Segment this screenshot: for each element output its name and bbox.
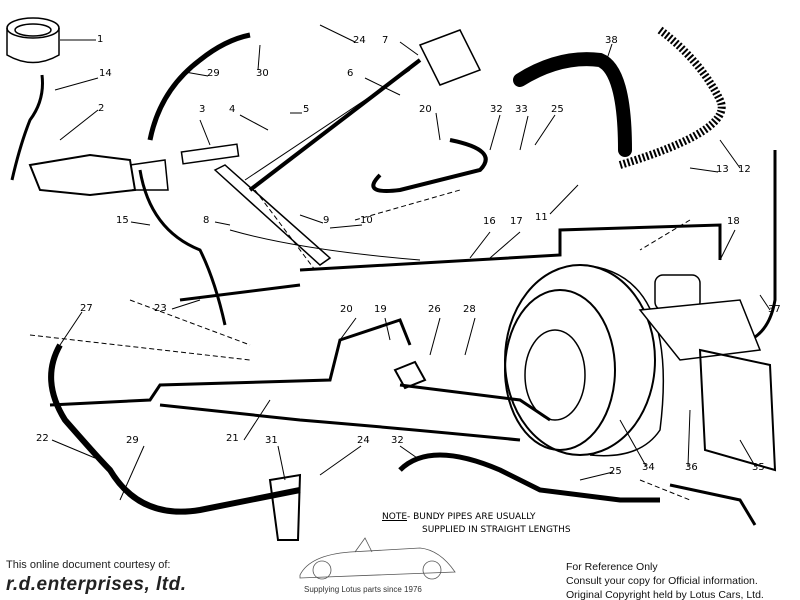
part-label: 28 [463,304,476,315]
note-prefix: NOTE [382,512,408,522]
courtesy-text: This online document courtesy of: [6,559,171,571]
part-label: 25 [609,466,622,477]
part-label: 6 [347,68,354,79]
part-label: 15 [116,215,129,226]
part-label: 30 [256,68,269,79]
part-label: 5 [303,104,310,115]
part-label: 31 [265,435,278,446]
part-label: 17 [510,216,523,227]
part-label: 10 [360,215,373,226]
bundy-pipes-note: NOTE- BUNDY PIPES ARE USUALLY SUPPLIED I… [382,511,571,537]
part-label: 27 [80,303,93,314]
part-label: 8 [203,215,210,226]
part-label: 34 [642,462,655,473]
part-label: 33 [515,104,528,115]
part-label: 23 [154,303,167,314]
part-label: 32 [490,104,503,115]
part-label: 1 [97,34,104,45]
part-label: 36 [685,462,698,473]
part-label: 13 [716,164,729,175]
part-label: 37 [768,304,781,315]
part-label: 29 [126,435,139,446]
part-label: 20 [340,304,353,315]
part-label: 26 [428,304,441,315]
part-label: 38 [605,35,618,46]
part-label: 9 [323,215,330,226]
part-label: 35 [752,462,765,473]
part-label: 24 [353,35,366,46]
part-label: 16 [483,216,496,227]
part-label: 32 [391,435,404,446]
note-line-2: SUPPLIED IN STRAIGHT LENGTHS [422,525,571,535]
part-label: 3 [199,104,206,115]
part-label: 12 [738,164,751,175]
company-name: r.d.enterprises, ltd. [6,574,187,595]
part-label: 14 [99,68,112,79]
brake-servo-drawing [504,264,762,457]
part-label: 24 [357,435,370,446]
part-label: 22 [36,433,49,444]
logo-caption: Supplying Lotus parts since 1976 [304,585,422,594]
fluid-reservoir-drawing [6,17,60,64]
reference-line-2: Consult your copy for Official informati… [566,575,758,587]
part-label: 21 [226,433,239,444]
note-line-1: - BUNDY PIPES ARE USUALLY [407,512,536,522]
part-label: 2 [98,103,105,114]
part-label: 20 [419,104,432,115]
part-label: 19 [374,304,387,315]
reference-line-3: Original Copyright held by Lotus Cars, L… [566,589,764,600]
part-label: 7 [382,35,389,46]
part-label: 4 [229,104,236,115]
part-label: 18 [727,216,740,227]
part-label: 29 [207,68,220,79]
part-label: 11 [535,212,548,223]
reference-line-1: For Reference Only [566,561,658,573]
reference-notice: For Reference Only Consult your copy for… [566,560,764,600]
part-label: 25 [551,104,564,115]
lotus-car-logo [299,537,456,580]
